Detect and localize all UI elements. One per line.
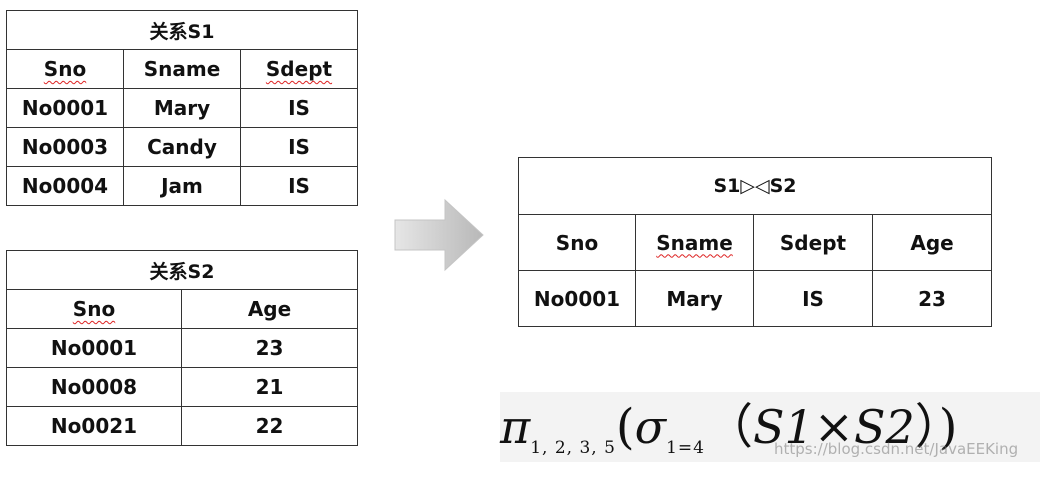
table-cell: Jam: [123, 166, 241, 206]
table-row: No0021 22: [6, 406, 358, 446]
table-cell: IS: [240, 166, 358, 206]
table-cell: IS: [240, 127, 358, 167]
table-cell: Mary: [123, 88, 241, 128]
outer-open-paren: (: [615, 399, 635, 455]
table-row: No0003 Candy IS: [6, 127, 358, 167]
table-cell: Candy: [123, 127, 241, 167]
operand-right: S2: [853, 400, 915, 454]
outer-close-paren: ): [938, 399, 958, 455]
table-row: No0001 Mary IS: [6, 88, 358, 128]
table-cell: 22: [181, 406, 358, 446]
table-cell: No0004: [6, 166, 124, 206]
header-cell: Sno: [518, 214, 636, 271]
relational-algebra-formula: π1, 2, 3, 5(σ1=4（S1×S2）): [500, 392, 1040, 462]
header-cell: Sno: [6, 49, 124, 89]
table-cell: No0001: [518, 270, 636, 327]
table-cell: No0001: [6, 88, 124, 128]
header-cell: Age: [181, 289, 358, 329]
selection-symbol: σ: [634, 400, 667, 454]
table-cell: Mary: [635, 270, 754, 327]
table-row: No0001 23: [6, 328, 358, 368]
table-cell: 23: [871, 270, 993, 327]
header-cell: Sno: [6, 289, 182, 329]
selection-subscript: 1=4: [666, 438, 705, 458]
table-header-row: Sno Sname Sdept Age: [518, 214, 993, 271]
table-cell: No0001: [6, 328, 182, 368]
join-result-title: S1▷◁S2: [517, 157, 993, 215]
inner-close-paren: ）: [914, 399, 939, 455]
table-cell: No0021: [6, 406, 182, 446]
table-cell: IS: [753, 270, 873, 327]
projection-subscript: 1, 2, 3, 5: [530, 438, 616, 458]
table-row: No0008 21: [6, 367, 358, 407]
table-header-row: Sno Age: [6, 289, 358, 329]
relation-s2-table: 关系S2 Sno Age No0001 23 No0008 21 No0021 …: [6, 250, 358, 446]
inner-open-paren: （: [704, 399, 753, 455]
header-cell: Sname: [123, 49, 241, 89]
table-row: No0004 Jam IS: [6, 166, 358, 206]
table-cell: 23: [181, 328, 358, 368]
table-cell: No0008: [6, 367, 182, 407]
table-cell: 21: [181, 367, 358, 407]
header-cell: Sdept: [753, 214, 873, 271]
header-cell: Sname: [635, 214, 754, 271]
operand-left: S1: [752, 400, 814, 454]
join-result-table: S1▷◁S2 Sno Sname Sdept Age No0001 Mary I…: [517, 157, 993, 327]
cross-product-symbol: ×: [813, 399, 854, 455]
relation-s2-title: 关系S2: [6, 250, 358, 290]
header-cell: Age: [871, 214, 993, 271]
relation-s1-table: 关系S1 Sno Sname Sdept No0001 Mary IS No00…: [6, 10, 358, 206]
right-arrow-icon: [394, 198, 484, 272]
header-cell: Sdept: [240, 49, 358, 89]
projection-symbol: π: [500, 400, 531, 454]
table-cell: IS: [240, 88, 358, 128]
watermark-text: https://blog.csdn.net/JavaEEKing: [774, 440, 1019, 458]
table-row: No0001 Mary IS 23: [518, 270, 993, 327]
table-header-row: Sno Sname Sdept: [6, 49, 358, 89]
table-cell: No0003: [6, 127, 124, 167]
relation-s1-title: 关系S1: [6, 10, 358, 50]
formula-expression: π1, 2, 3, 5(σ1=4（S1×S2）): [500, 392, 958, 462]
